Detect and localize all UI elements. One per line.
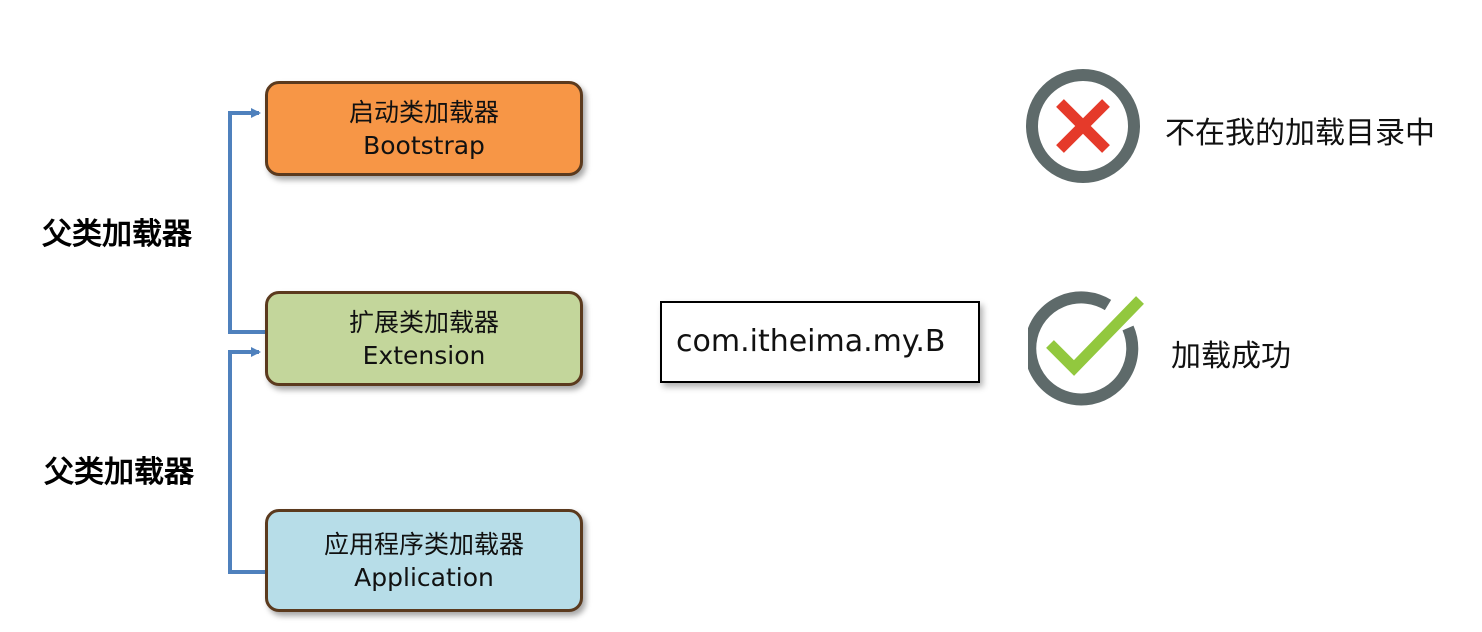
arrow-application-to-extension [228,347,265,574]
parent-loader-label: 父类加载器 [42,217,192,252]
parent-loader-label: 父类加载器 [44,455,194,490]
bootstrap-loader-english: Bootstrap [363,130,485,160]
success-result-text: 加载成功 [1171,339,1291,374]
extension-loader-english: Extension [362,340,486,370]
application-loader-english: Application [354,562,494,592]
class-name-box: com.itheima.my.B [660,301,980,383]
application-loader-box: 应用程序类加载器 Application [265,509,583,612]
bootstrap-loader-name: 启动类加载器 [348,97,499,127]
x-circle-icon [1026,69,1140,183]
application-loader-name: 应用程序类加载器 [323,529,524,559]
arrow-extension-to-bootstrap [228,108,265,334]
extension-loader-name: 扩展类加载器 [348,307,499,337]
check-circle-icon [1028,291,1144,406]
extension-loader-box: 扩展类加载器 Extension [265,291,583,386]
bootstrap-loader-box: 启动类加载器 Bootstrap [265,81,583,176]
fail-result-text: 不在我的加载目录中 [1165,116,1435,151]
